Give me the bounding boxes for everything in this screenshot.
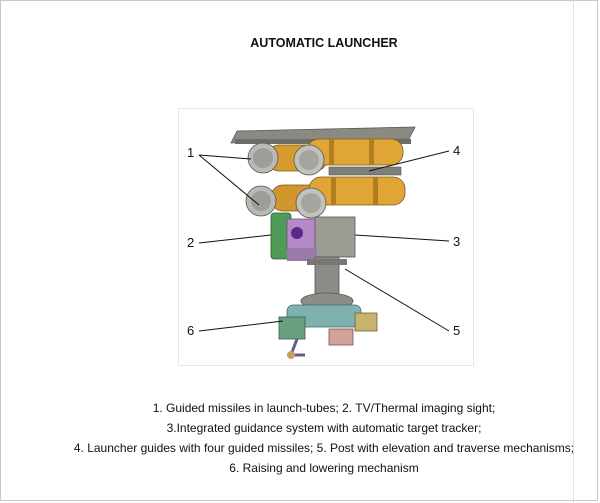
mechanism-pivot (287, 351, 295, 359)
caption-line-2: 3.Integrated guidance system with automa… (166, 421, 482, 435)
page-divider (573, 0, 574, 503)
callout-5: 5 (453, 323, 460, 338)
callout-3: 3 (453, 234, 460, 249)
post-collar (307, 259, 347, 265)
mechanism-motor (278, 316, 306, 340)
sight-lens (291, 227, 303, 239)
leader-lines (198, 150, 450, 332)
callout-1: 1 (187, 145, 194, 160)
missile-tube-lower-right (295, 176, 406, 219)
mechanism-housing (328, 328, 354, 346)
callout-2: 2 (187, 235, 194, 250)
document-title: AUTOMATIC LAUNCHER (250, 36, 398, 50)
callout-4: 4 (453, 143, 460, 158)
caption-line-1: 1. Guided missiles in launch-tubes; 2. T… (152, 401, 496, 415)
launcher-guides (328, 166, 402, 176)
launcher-drawing: 1 2 3 4 5 6 (187, 126, 460, 359)
sight-base (287, 249, 317, 261)
callout-6: 6 (187, 323, 194, 338)
mechanism-gearbox (354, 312, 378, 332)
figure-caption: 1. Guided missiles in launch-tubes; 2. T… (0, 398, 600, 478)
guidance-system-box (314, 216, 356, 258)
caption-line-3: 4. Launcher guides with four guided miss… (73, 441, 575, 455)
launcher-illustration: 1 2 3 4 5 6 (178, 108, 474, 366)
caption-line-4: 6. Raising and lowering mechanism (229, 461, 419, 475)
missile-tube-upper-right (293, 138, 404, 176)
